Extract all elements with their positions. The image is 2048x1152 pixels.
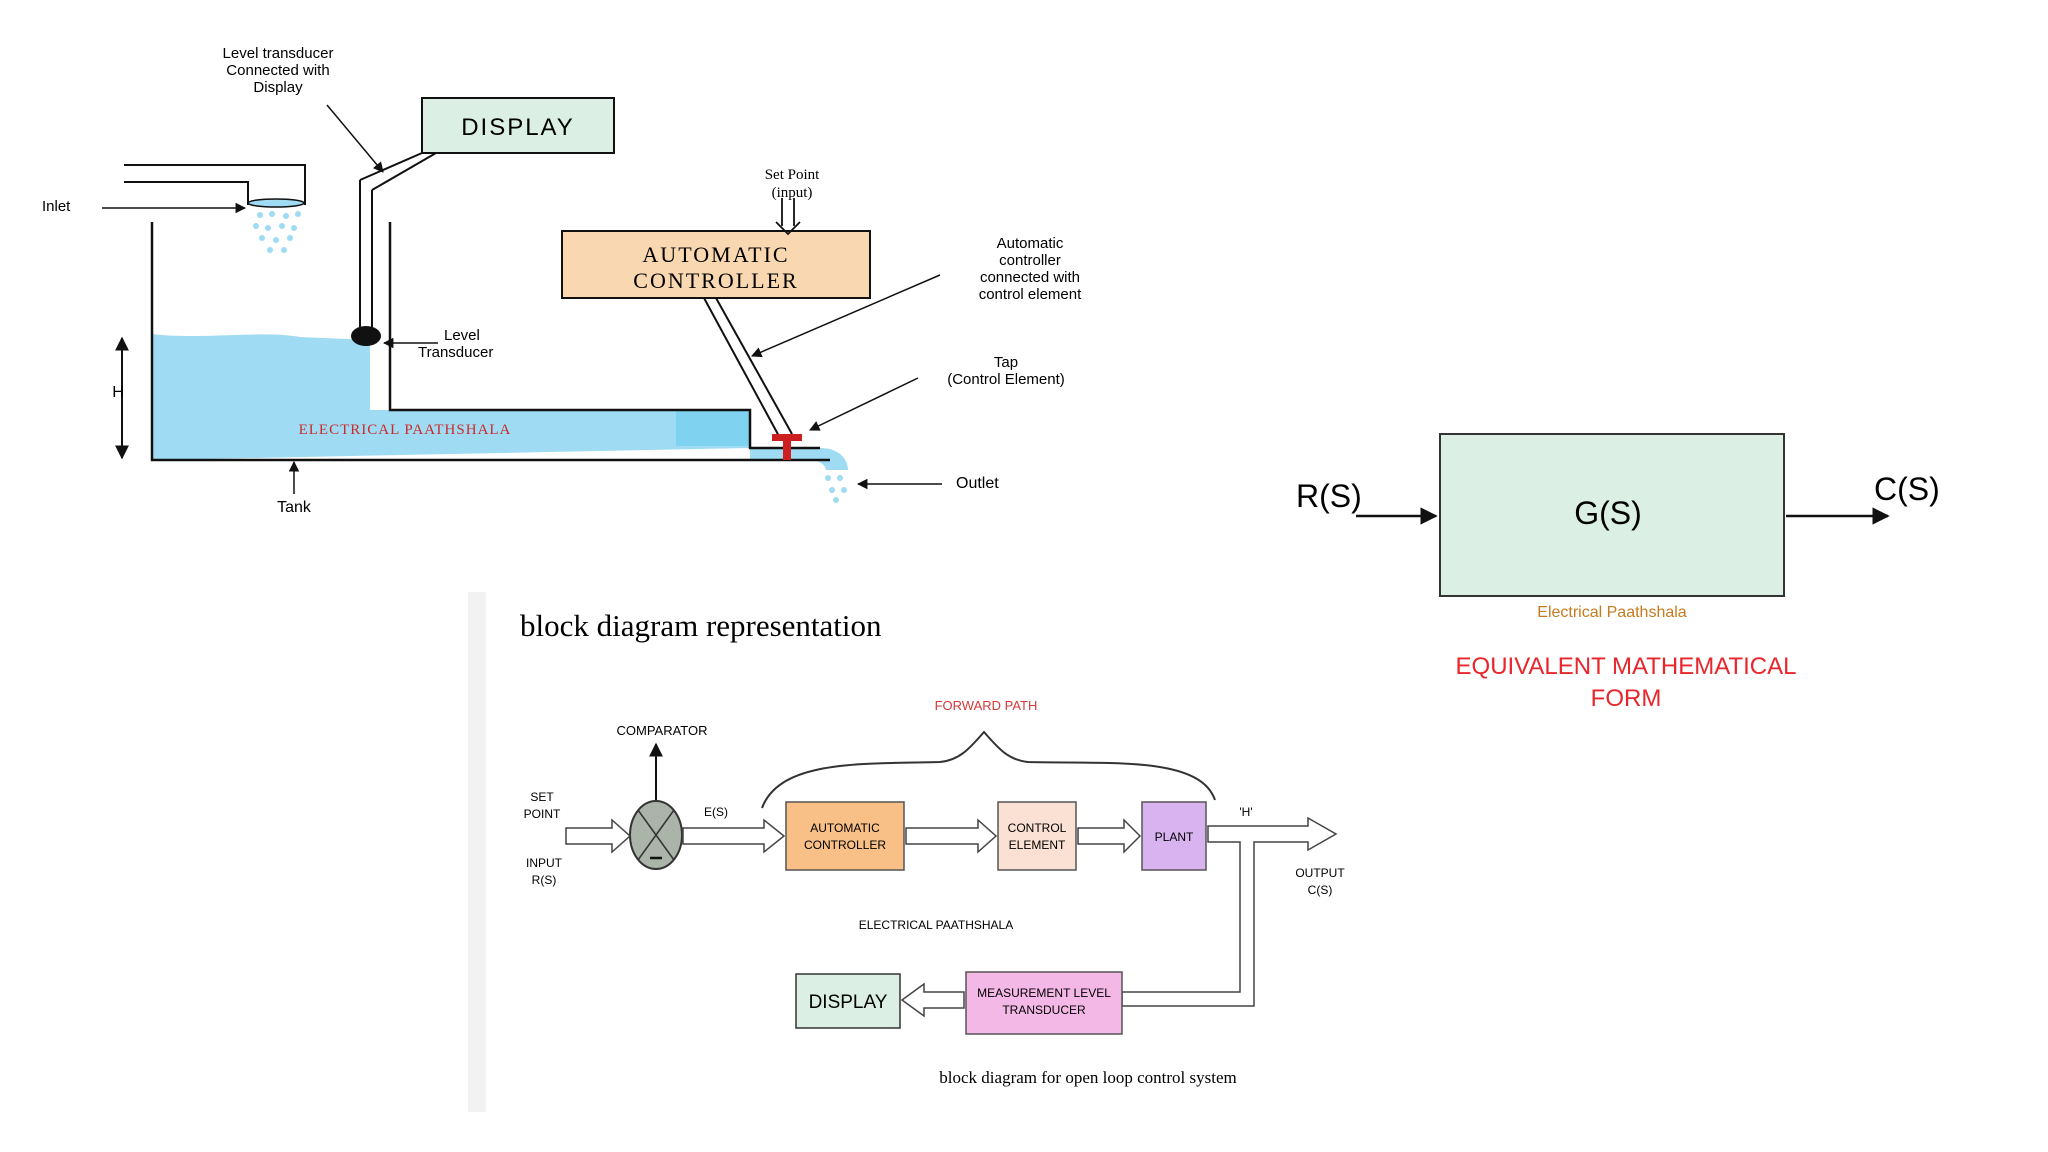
level-transducer-sensor: [351, 326, 381, 346]
math-form: G(S) R(S) C(S) Electrical Paathshala EQU…: [1296, 433, 1940, 712]
comparator-cross: [637, 809, 675, 861]
element-to-plant-arrow: [1077, 818, 1142, 854]
forward-path-brace: [761, 730, 1216, 809]
tank-display-box: [421, 97, 615, 154]
tank-water-highlight: [676, 410, 750, 446]
block-diagram-caption: block diagram for open loop control syst…: [939, 1068, 1236, 1087]
tank-water: [152, 334, 750, 460]
annotation-controller-2: controller: [999, 252, 1061, 269]
tank-system: DISPLAY AUTOMATIC CONTROLLER H ELECTRICA…: [42, 45, 1082, 516]
tank-label: Tank: [277, 499, 312, 516]
bd-controller-box: [785, 801, 905, 871]
bd-control-element-box: [997, 801, 1077, 871]
annotation-controller-1: Automatic: [997, 235, 1064, 252]
tank-controller-label-1: AUTOMATIC: [642, 242, 789, 267]
inlet-label: Inlet: [42, 198, 71, 215]
tank-controller-label-2: CONTROLLER: [633, 268, 798, 293]
bd-controller-label-1: AUTOMATIC: [810, 821, 880, 835]
set-point-label-1: Set Point: [765, 167, 820, 183]
math-caption-2: FORM: [1591, 685, 1662, 712]
set-point-arrow: [775, 198, 801, 236]
controller-to-element-arrow: [905, 818, 998, 854]
inlet-pipe: [124, 164, 306, 205]
input-label-1: INPUT: [526, 856, 563, 870]
set-point-label-1: SET: [530, 790, 554, 804]
tank-watermark: ELECTRICAL PAATHSHALA: [299, 422, 512, 438]
height-label: H: [112, 384, 124, 401]
bd-controller-label-2: CONTROLLER: [804, 838, 886, 852]
block-diagram-edge: [468, 592, 486, 1112]
transducer-to-display-arrow: [900, 982, 965, 1018]
transducer-rod: [359, 152, 437, 330]
block-diagram: block diagram representation FORWARD PAT…: [468, 592, 1345, 1112]
math-watermark: Electrical Paathshala: [1537, 604, 1687, 621]
annotation-controller-pointer: [751, 274, 941, 358]
math-output-label: C(S): [1874, 471, 1940, 507]
input-label-2: R(S): [532, 873, 557, 887]
annotation-transducer-pointer: [326, 104, 384, 173]
bd-transducer-label-2: TRANSDUCER: [1002, 1003, 1086, 1017]
set-point-label-2: (input): [772, 185, 813, 201]
bd-control-element-label-1: CONTROL: [1008, 821, 1067, 835]
error-hollow-arrow: [682, 818, 786, 854]
annotation-transducer-2: Connected with: [226, 62, 329, 79]
math-caption-1: EQUIVALENT MATHEMATICAL: [1456, 653, 1797, 680]
output-label-1: OUTPUT: [1295, 866, 1345, 880]
annotation-transducer-1: Level transducer: [223, 45, 334, 62]
level-transducer-label-1: Level: [444, 327, 480, 344]
annotation-transducer-3: Display: [253, 79, 303, 96]
inlet-pipe-mouth: [247, 198, 305, 208]
outlet-droplets: [825, 475, 847, 503]
block-diagram-heading: block diagram representation: [520, 608, 882, 643]
controller-tap-rod: [703, 297, 793, 439]
math-input-label: R(S): [1296, 478, 1362, 514]
transfer-function-label: G(S): [1574, 495, 1642, 531]
bd-display-box: [795, 973, 901, 1029]
error-label: E(S): [704, 805, 728, 819]
transfer-function-block: [1439, 433, 1785, 597]
bd-control-element-label-2: ELEMENT: [1009, 838, 1066, 852]
forward-path-label: FORWARD PATH: [935, 698, 1038, 713]
set-point-label-2: POINT: [524, 807, 561, 821]
tap-label-1: Tap: [994, 354, 1018, 371]
tap-stem: [783, 440, 791, 460]
bd-watermark: ELECTRICAL PAATHSHALA: [859, 918, 1014, 932]
tap-handle: [772, 434, 802, 441]
tank-display-label: DISPLAY: [461, 114, 575, 141]
h-label: 'H': [1239, 805, 1252, 819]
bd-plant-box: [1141, 801, 1207, 871]
tank-wall: [150, 222, 830, 462]
inlet-droplets: [253, 211, 301, 253]
annotation-controller-4: control element: [979, 286, 1082, 303]
bd-display-label: DISPLAY: [809, 992, 888, 1013]
output-hollow-arrow: [1121, 816, 1338, 1007]
level-transducer-label-2: Transducer: [418, 344, 493, 361]
bd-transducer-box: [965, 971, 1123, 1035]
bd-transducer-label-1: MEASUREMENT LEVEL: [977, 986, 1111, 1000]
annotation-controller-3: connected with: [980, 269, 1080, 286]
input-hollow-arrow: [565, 818, 632, 854]
bd-plant-label: PLANT: [1155, 830, 1194, 844]
tank-controller-box: [561, 230, 871, 299]
output-label-2: C(S): [1308, 883, 1333, 897]
outlet-label: Outlet: [956, 475, 999, 492]
tap-label-2: (Control Element): [947, 371, 1065, 388]
tap-pointer: [809, 377, 919, 431]
comparator-label: COMPARATOR: [616, 723, 707, 738]
